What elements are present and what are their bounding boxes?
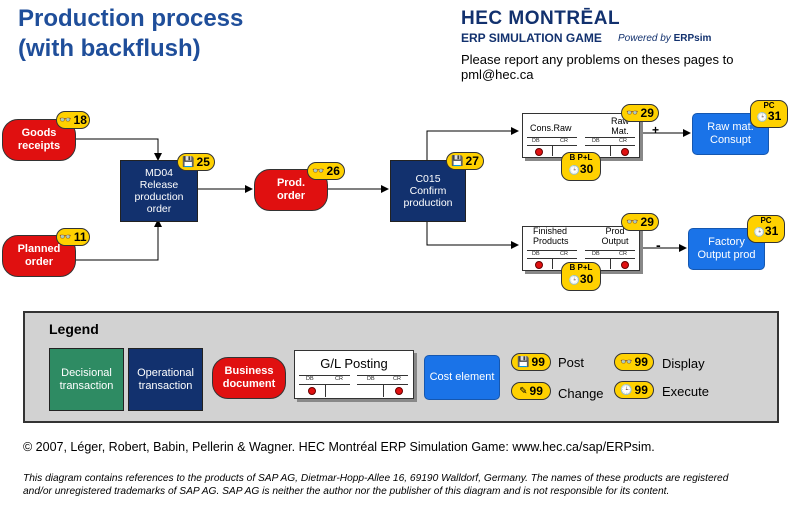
legend-execute-badge: 🕒99 bbox=[614, 381, 654, 399]
clock-icon: 🕒 bbox=[756, 112, 768, 122]
md04-badge: 💾25 bbox=[177, 153, 215, 171]
legend-change-badge: ✎99 bbox=[511, 382, 551, 400]
c015-badge: 💾27 bbox=[446, 152, 484, 170]
prod-order-badge: 👓26 bbox=[307, 162, 345, 180]
save-icon: 💾 bbox=[182, 156, 195, 168]
ledger-top-badge: 👓29 bbox=[621, 104, 659, 122]
glasses-icon: 👓 bbox=[312, 165, 325, 177]
ledger-top: Cons.Raw Raw Mat. DB CR DB CR bbox=[522, 113, 640, 158]
ledger-top-bpl-badge: B P+L 🕒30 bbox=[561, 152, 601, 181]
prod-order-doc: Prod. order bbox=[254, 169, 328, 211]
legend-display-label: Display bbox=[662, 356, 705, 371]
clock-icon: 🕒 bbox=[568, 275, 580, 285]
goods-receipts-badge: 👓18 bbox=[56, 111, 90, 129]
legend-business-doc: Business document bbox=[212, 357, 286, 399]
c015-to-ledger-top-arrow bbox=[426, 127, 519, 160]
planned-order-badge: 👓11 bbox=[56, 228, 90, 246]
goods-to-md04-arrow bbox=[58, 138, 162, 161]
clock-icon: 🕒 bbox=[568, 165, 580, 175]
c015-to-ledger-bottom-arrow bbox=[426, 220, 519, 249]
legend-post-label: Post bbox=[558, 355, 585, 370]
planned-to-md04-arrow bbox=[58, 219, 162, 261]
raw-consupt-pc-badge: PC 🕒31 bbox=[750, 100, 788, 128]
hec-logo: HEC MONTRĒAL bbox=[461, 8, 621, 29]
legend-operational: Operational transaction bbox=[128, 348, 203, 411]
ledger-bottom-bpl-badge: B P+L 🕒30 bbox=[561, 262, 601, 291]
ledger-bottom: Finished Products Prod Output DB CR DB C… bbox=[522, 226, 640, 271]
clock-icon: 🕒 bbox=[753, 227, 765, 237]
legend-cost-element: Cost element bbox=[424, 355, 500, 400]
legend-title: Legend bbox=[49, 321, 99, 337]
legend-display-badge: 👓99 bbox=[614, 353, 654, 371]
raw-consupt-cost-element: Raw mat. Consupt bbox=[692, 113, 769, 155]
plus-sign: + bbox=[652, 123, 660, 137]
legend-change-label: Change bbox=[558, 386, 604, 401]
powered-by: Powered by ERPsim bbox=[618, 33, 712, 44]
glasses-icon: 👓 bbox=[626, 216, 639, 228]
legend-post-badge: 💾99 bbox=[511, 353, 551, 371]
glasses-icon: 👓 bbox=[59, 114, 72, 126]
erp-game-logo: ERP SIMULATION GAME bbox=[461, 31, 602, 45]
glasses-icon: 👓 bbox=[59, 231, 72, 243]
minus-sign: - bbox=[656, 237, 661, 253]
save-icon: 💾 bbox=[517, 356, 530, 368]
disclaimer-text: This diagram contains references to the … bbox=[23, 473, 729, 497]
goods-receipts-doc: Goods receipts bbox=[2, 119, 76, 161]
pencil-icon: ✎ bbox=[519, 385, 528, 397]
save-icon: 💾 bbox=[451, 155, 464, 167]
page-title: Production process (with backflush) bbox=[18, 5, 244, 62]
legend-gl-posting: G/L Posting DB CR DB CR bbox=[294, 350, 414, 399]
report-text: Please report any problems on theses pag… bbox=[461, 52, 734, 82]
legend-decisional: Decisional transaction bbox=[49, 348, 124, 411]
ledger-bottom-badge: 👓29 bbox=[621, 213, 659, 231]
copyright-text: © 2007, Léger, Robert, Babin, Pellerin &… bbox=[23, 440, 655, 454]
c015-transaction: C015 Confirm production bbox=[390, 160, 466, 222]
clock-icon: 🕒 bbox=[620, 384, 633, 396]
glasses-icon: 👓 bbox=[620, 356, 633, 368]
glasses-icon: 👓 bbox=[626, 107, 639, 119]
legend-execute-label: Execute bbox=[662, 384, 709, 399]
factory-output-pc-badge: PC 🕒31 bbox=[747, 215, 785, 243]
